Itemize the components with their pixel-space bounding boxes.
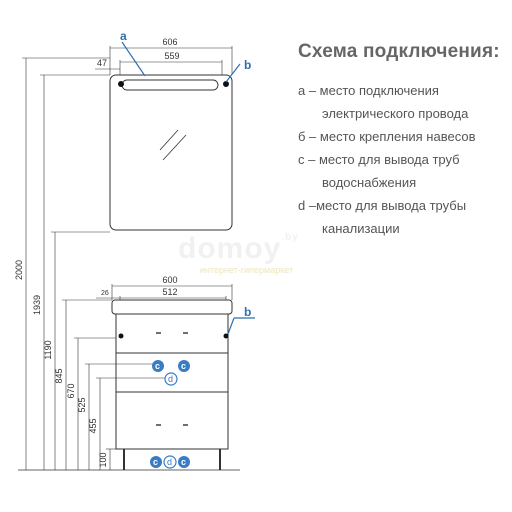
watermark-subtitle: интернет-гипермаркет [200, 265, 294, 275]
leader-b-top [225, 63, 241, 83]
mirror-outline [109, 74, 233, 231]
pipe-c-floor-right-icon [178, 456, 190, 468]
marker-b-top: b [244, 58, 251, 72]
legend-item-a: а – место подключения электрического про… [298, 83, 469, 121]
pipe-c-left-icon [152, 360, 164, 372]
drain-d-icon [164, 372, 178, 386]
legend-item-b: б – место крепления навесов [298, 129, 476, 144]
pipe-c-right-icon [178, 360, 190, 372]
mount-point-cabinet-right [223, 333, 229, 339]
leader-a [121, 41, 146, 77]
dim-600: 600 [162, 275, 177, 285]
dim-1190: 1190 [43, 340, 53, 359]
svg-text:c: c [181, 457, 186, 467]
mount-point-cabinet-left [118, 333, 124, 339]
mirror-glare-2 [162, 134, 187, 161]
cabinet-body [115, 313, 229, 450]
watermark-logo: domoy.by [178, 232, 299, 265]
svg-text:d: d [167, 457, 172, 467]
svg-text:c: c [155, 361, 160, 371]
legend-title: Схема подключения: [298, 41, 500, 62]
dim-525: 525 [77, 397, 87, 412]
dim-559: 559 [164, 51, 179, 61]
legend-item-d: d –место для вывода трубы канализации [298, 198, 467, 236]
marker-b-bottom: b [244, 305, 251, 319]
dim-455: 455 [88, 418, 98, 433]
legend-item-c: с – место для вывода труб водоснабжения [298, 152, 460, 190]
dim-1939: 1939 [32, 295, 42, 315]
mirror-light-bar [121, 79, 219, 91]
dim-100: 100 [98, 452, 108, 467]
legend-list: а – место подключения электрического про… [298, 79, 508, 240]
dim-845: 845 [54, 368, 64, 383]
pipe-c-floor-left-icon [150, 456, 162, 468]
dim-26: 26 [101, 290, 109, 297]
dim-670: 670 [66, 383, 76, 398]
dim-512: 512 [162, 287, 177, 297]
watermark-suffix: .by [281, 232, 299, 243]
mount-point-mirror-left [118, 81, 124, 87]
dim-47: 47 [97, 58, 107, 68]
dim-606: 606 [162, 37, 177, 47]
drain-d-floor-icon [163, 455, 177, 469]
svg-text:d: d [168, 374, 173, 384]
dim-2000: 2000 [14, 260, 24, 280]
svg-text:c: c [181, 361, 186, 371]
svg-text:c: c [153, 457, 158, 467]
countertop [111, 299, 233, 315]
marker-a: a [120, 29, 127, 43]
mount-point-mirror-right [223, 81, 229, 87]
mirror-glare-1 [159, 129, 179, 151]
